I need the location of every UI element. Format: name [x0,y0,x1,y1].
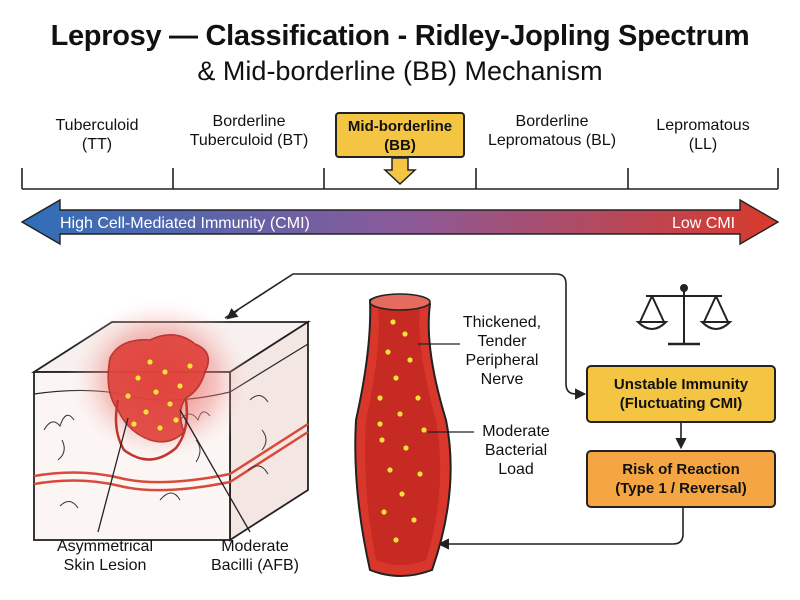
spectrum-axis [21,168,779,190]
label-skin-lesion-line-1: Asymmetrical [56,538,153,555]
unstable-immunity-box: Unstable Immunity (Fluctuating CMI) [586,365,776,423]
label-bacilli: Moderate Bacilli (AFB) [200,537,310,575]
category-bb-code: (BB) [384,137,416,154]
label-bacilli-line-1: Moderate [221,538,289,555]
label-load-line-1: Moderate [482,423,550,440]
skin-cross-section [30,295,312,542]
label-load-line-3: Load [498,461,534,478]
cmi-gradient-arrow [20,198,780,246]
label-bacilli-line-2: Bacilli (AFB) [210,557,299,574]
bacilli-dots [125,359,193,431]
connector-risk-to-nerve [437,508,684,550]
label-thickened-line-3: Peripheral [465,352,539,369]
risk-of-reaction-title: Risk of Reaction [622,461,740,478]
category-ll-name: Lepromatous [656,117,750,134]
category-bt-code: Tuberculoid (BT) [189,132,309,149]
connector-skin-to-immunity [224,273,587,400]
title-line-1: Leprosy — Classification - Ridley-Joplin… [50,20,750,52]
category-tt-code: (TT) [81,136,113,153]
unstable-immunity-title: Unstable Immunity [613,376,749,393]
diagram-title: Leprosy — Classification - Ridley-Joplin… [0,18,800,88]
label-thickened-line-1: Thickened, [462,314,542,331]
category-tt-name: Tuberculoid [55,117,139,134]
category-ll: Lepromatous (LL) [628,116,778,154]
category-bl-code: Lepromatous (BL) [487,132,617,149]
balance-scale-icon [635,284,733,346]
label-bacterial-load: Moderate Bacterial Load [468,422,564,479]
pointer-skin-lesion [97,417,129,533]
pointer-bacilli [179,409,251,533]
category-bt: Borderline Tuberculoid (BT) [174,112,324,150]
label-skin-lesion: Asymmetrical Skin Lesion [40,537,170,575]
label-load-line-2: Bacterial [484,442,548,459]
category-bl-name: Borderline [515,113,589,130]
risk-of-reaction-box: Risk of Reaction (Type 1 / Reversal) [586,450,776,508]
label-thickened-line-4: Nerve [480,371,524,388]
category-bb-name: Mid-borderline [347,118,453,135]
category-ll-code: (LL) [688,136,718,153]
label-skin-lesion-line-2: Skin Lesion [63,557,147,574]
category-bt-name: Borderline [212,113,286,130]
category-bb-highlight: Mid-borderline (BB) [335,112,465,158]
nerve-bacilli-dots [377,319,427,543]
bb-pointer-arrow [383,157,417,186]
category-bl: Borderline Lepromatous (BL) [477,112,627,150]
category-tt: Tuberculoid (TT) [22,116,172,154]
title-line-2: & Mid-borderline (BB) Mechanism [197,56,603,86]
label-thickened-nerve: Thickened, Tender Peripheral Nerve [452,313,552,389]
risk-of-reaction-subtitle: (Type 1 / Reversal) [615,480,747,497]
connector-skin-arrowhead [226,308,239,320]
low-cmi-label: Low CMI [672,215,736,232]
peripheral-nerve [354,293,452,577]
unstable-immunity-subtitle: (Fluctuating CMI) [619,395,743,412]
label-thickened-line-2: Tender [477,333,527,350]
high-cmi-label: High Cell-Mediated Immunity (CMI) [60,215,310,232]
